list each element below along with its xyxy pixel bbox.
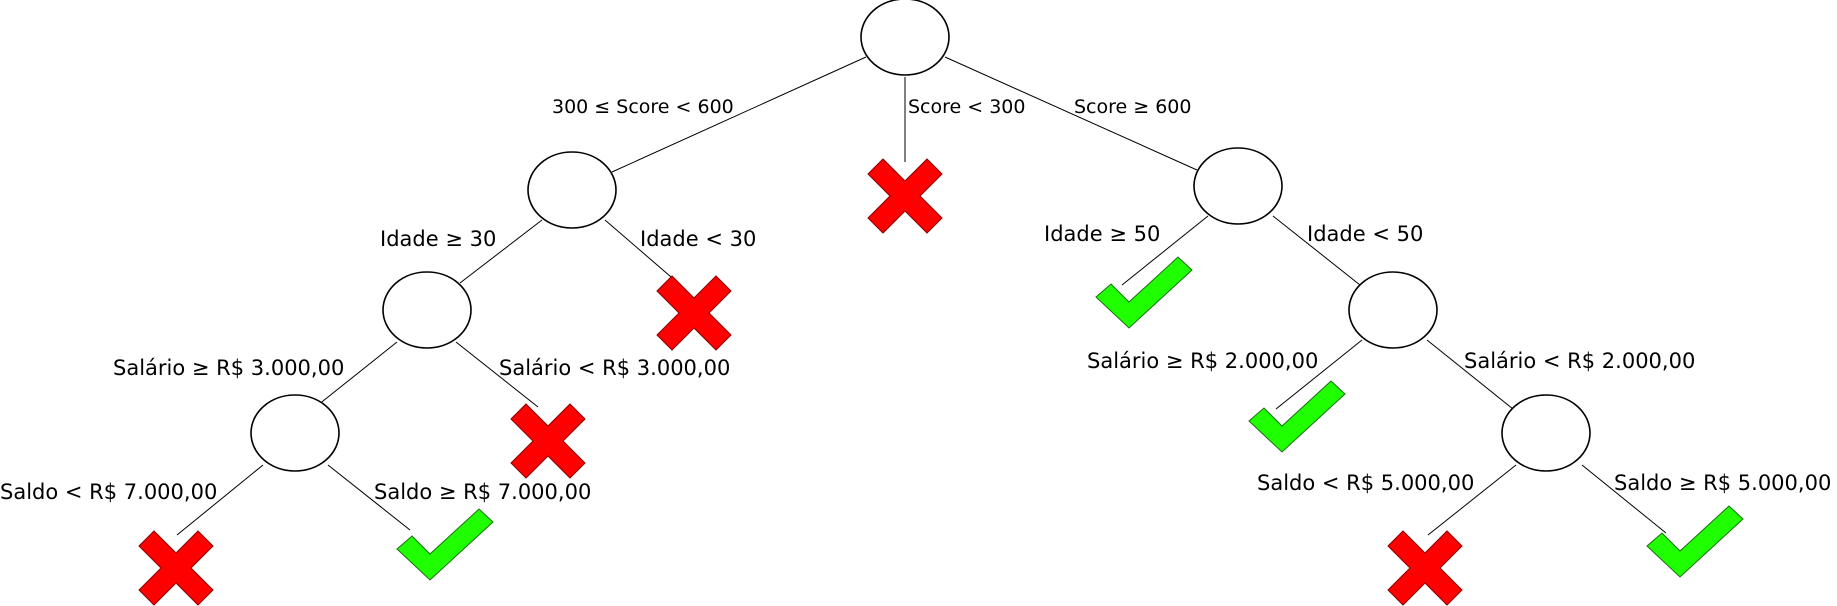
edge-l-idade-ge30 (459, 219, 543, 284)
edge-l-idade-lt30 (604, 219, 679, 284)
cross-icon (1387, 530, 1463, 606)
label-root-mid: 300 ≤ Score < 600 (552, 96, 734, 118)
label-root-high: Score ≥ 600 (1074, 96, 1191, 118)
edge-r-saldo-ge5000 (1581, 464, 1667, 534)
edge-l-sal-ge3000 (317, 341, 398, 406)
edge-l-sal-lt3000 (455, 341, 539, 408)
label-r-idade-ge50: Idade ≥ 50 (1044, 222, 1160, 246)
cross-icon (656, 275, 732, 351)
node-idade-ge30 (382, 271, 472, 349)
cross-icon (867, 158, 943, 234)
label-r-idade-lt50: Idade < 50 (1307, 222, 1423, 246)
edges (176, 56, 1667, 536)
label-l-idade-ge30: Idade ≥ 30 (380, 227, 496, 251)
edge-r-idade-lt50 (1272, 215, 1361, 286)
label-l-saldo-ge7000: Saldo ≥ R$ 7.000,00 (374, 480, 591, 504)
edge-r-idade-ge50 (1121, 215, 1209, 286)
cross-icon (510, 403, 586, 479)
label-r-sal-ge2000: Salário ≥ R$ 2.000,00 (1087, 349, 1318, 373)
node-idade-lt50 (1348, 271, 1438, 349)
edge-root-high (944, 56, 1198, 171)
label-root-low: Score < 300 (908, 96, 1025, 118)
node-mid-score (527, 151, 617, 229)
edge-r-saldo-lt5000 (1427, 464, 1517, 536)
label-r-saldo-ge5000: Saldo ≥ R$ 5.000,00 (1614, 471, 1831, 495)
cross-icon (138, 530, 214, 606)
label-r-saldo-lt5000: Saldo < R$ 5.000,00 (1257, 471, 1474, 495)
edge-l-saldo-lt7000 (176, 464, 264, 536)
node-high-score (1193, 147, 1283, 225)
label-l-saldo-lt7000: Saldo < R$ 7.000,00 (0, 480, 217, 504)
check-icon (1646, 505, 1744, 578)
check-icon (396, 508, 494, 581)
nodes (250, 0, 1591, 472)
label-l-sal-lt3000: Salário < R$ 3.000,00 (499, 356, 730, 380)
edge-labels: 300 ≤ Score < 600 Score < 300 Score ≥ 60… (0, 96, 1831, 504)
label-r-sal-lt2000: Salário < R$ 2.000,00 (1464, 349, 1695, 373)
leaves (138, 158, 1744, 606)
node-salario-ge3000 (250, 394, 340, 472)
label-l-sal-ge3000: Salário ≥ R$ 3.000,00 (113, 356, 344, 380)
node-salario-lt2000 (1501, 394, 1591, 472)
edge-r-sal-lt2000 (1426, 339, 1514, 410)
node-root (860, 0, 950, 76)
edge-r-sal-ge2000 (1275, 339, 1363, 410)
label-l-idade-lt30: Idade < 30 (640, 227, 756, 251)
edge-root-mid (611, 56, 867, 173)
edge-l-saldo-ge7000 (327, 464, 411, 531)
